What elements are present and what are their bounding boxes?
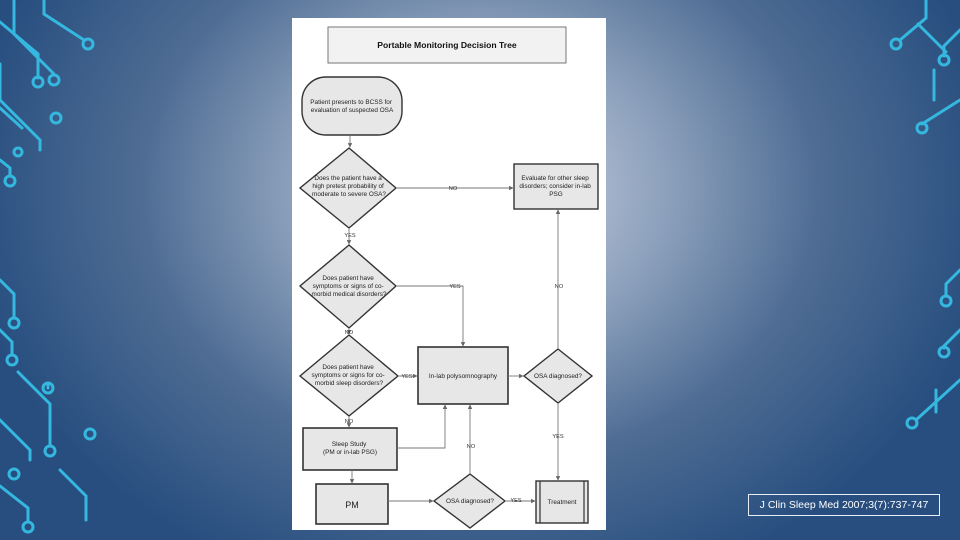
node-pm-label: PM: [345, 500, 359, 510]
node-inlab-psg-label: In-lab polysomnography: [429, 373, 498, 380]
edge-label-sleep-yes: YES: [401, 374, 412, 380]
diagram-title: Portable Monitoring Decision Tree: [377, 40, 517, 50]
node-start-label: Patient presents to BCSS for evaluation …: [310, 99, 394, 114]
edge-label-osa-right-no: NO: [555, 284, 564, 290]
edge-label-osa-bottom-no: NO: [467, 444, 476, 450]
edge-label-osa-bottom-yes: YES: [510, 498, 521, 504]
edge-label-pretest-yes: YES: [344, 233, 355, 239]
citation: J Clin Sleep Med 2007;3(7):737-747: [748, 494, 940, 516]
node-q-osa-right-label: OSA diagnosed?: [534, 373, 582, 380]
decision-tree-svg: Portable Monitoring Decision Tree Patien…: [292, 18, 606, 530]
edge-label-medical-no: NO: [345, 330, 354, 336]
node-q-sleep-label: Does patient have symptoms or signs for …: [312, 364, 387, 387]
edge-label-medical-yes: YES: [449, 284, 460, 290]
node-q-osa-bottom-label: OSA diagnosed?: [446, 498, 494, 505]
node-start: [302, 77, 402, 135]
node-q-pretest-label: Does the patient have a high pretest pro…: [312, 175, 386, 198]
edge-label-pretest-no: NO: [449, 186, 458, 192]
node-q-medical-label: Does patient have symptoms or signs of c…: [312, 275, 387, 298]
edge-label-osa-right-yes: YES: [552, 434, 563, 440]
decision-tree-figure: Portable Monitoring Decision Tree Patien…: [292, 18, 606, 530]
edge-label-sleep-no: NO: [345, 419, 354, 425]
node-treatment-label: Treatment: [548, 499, 577, 506]
